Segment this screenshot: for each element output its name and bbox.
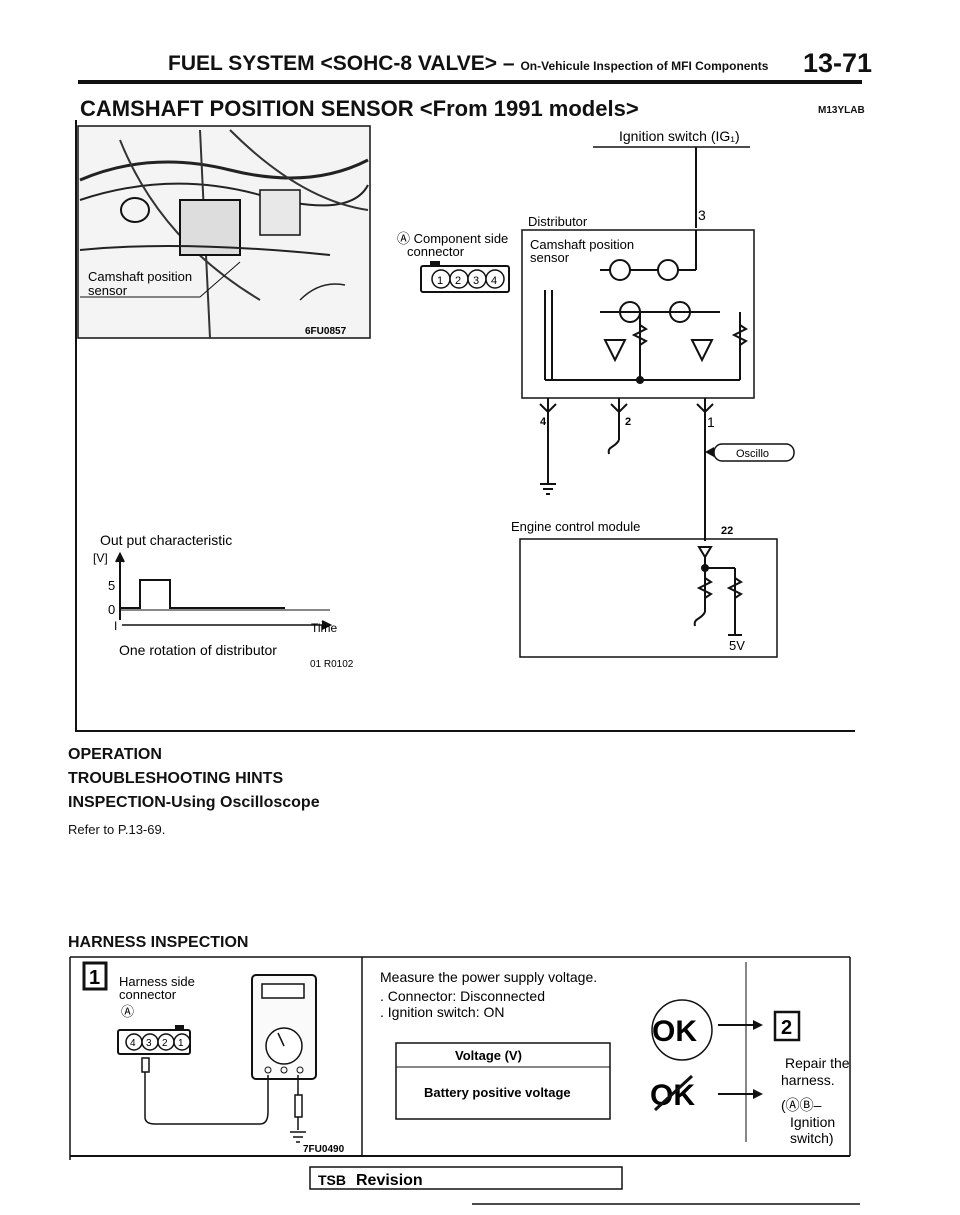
tsb-label: TSB	[318, 1172, 346, 1188]
chart-rotation-label: One rotation of distributor	[119, 642, 277, 658]
page-number: 13-71	[803, 48, 873, 78]
repair-line-4: Ignition	[790, 1114, 835, 1130]
repair-line-1: Repair the	[785, 1055, 850, 1071]
ignition-switch-label: Ignition switch (IG₁)	[619, 128, 740, 144]
harness-side-label: Harness side	[119, 974, 195, 989]
step-1-label: 1	[89, 967, 100, 989]
photo-code: 6FU0857	[305, 326, 347, 337]
ecm-label: Engine control module	[511, 519, 640, 534]
wire-2-label: 2	[625, 416, 631, 428]
step-2-box[interactable]	[773, 1010, 801, 1042]
voltage-table-header: Voltage (V)	[455, 1048, 522, 1063]
connector-pin-3: 3	[473, 275, 479, 287]
ok-label: OK	[652, 1015, 697, 1048]
photo-label-1: Camshaft position	[88, 269, 192, 284]
harness-connector	[117, 1025, 191, 1055]
page-header: FUEL SYSTEM <SOHC-8 VALVE> – On-Vehicule…	[168, 52, 768, 76]
distributor-box	[521, 229, 755, 399]
revision-label: Revision	[356, 1172, 423, 1189]
chart-time-label: Time	[311, 621, 338, 635]
wire-4-label: 4	[540, 416, 547, 428]
ecm-pin-label: 22	[721, 525, 733, 537]
test-leads	[141, 1057, 306, 1143]
connector-pin-4: 4	[491, 275, 497, 287]
component-connector	[420, 261, 510, 293]
chart-y-high: 5	[108, 578, 115, 593]
connector-label: connector	[407, 244, 465, 259]
harness-connector-letter: Ⓐ	[121, 1004, 134, 1019]
chart-title: Out put characteristic	[100, 532, 232, 548]
header-section: FUEL SYSTEM <SOHC-8 VALVE> –	[168, 52, 515, 75]
measure-instruction: Measure the power supply voltage.	[380, 969, 597, 985]
tsb-box	[309, 1166, 623, 1190]
heading-harness: HARNESS INSPECTION	[68, 934, 249, 951]
harness-code: 7FU0490	[303, 1144, 345, 1155]
ok-badge	[651, 999, 713, 1061]
connector-pin-2: 2	[455, 275, 461, 287]
ecm-box	[519, 538, 778, 658]
voltage-table	[395, 1042, 611, 1120]
chart-y-low: 0	[108, 602, 115, 617]
chart-code: 01 R0102	[310, 659, 354, 670]
multimeter-icon	[251, 974, 317, 1080]
header-subtitle: On-Vehicule Inspection of MFI Components	[520, 59, 769, 73]
repair-line-5: switch)	[790, 1130, 834, 1146]
ok-arrow-icon	[753, 1020, 763, 1030]
voltage-table-value: Battery positive voltage	[424, 1085, 571, 1100]
photo-label-2: sensor	[88, 283, 128, 298]
refer-link[interactable]: Refer to P.13-69.	[68, 822, 166, 837]
page-title: CAMSHAFT POSITION SENSOR <From 1991 mode…	[80, 96, 639, 121]
condition-ignition: . Ignition switch: ON	[380, 1004, 505, 1020]
ecm-circuit	[693, 546, 743, 636]
output-wires	[539, 398, 714, 541]
oscilloscope-connection	[705, 443, 795, 462]
sensor-label-2: sensor	[530, 250, 570, 265]
harness-connector-label: connector	[119, 987, 177, 1002]
output-waveform	[115, 551, 333, 630]
harness-pin-4: 4	[130, 1038, 136, 1049]
ng-strike-icon	[653, 1074, 694, 1112]
step-2-label: 2	[781, 1017, 792, 1039]
heading-inspection: INSPECTION-Using Oscilloscope	[68, 794, 320, 811]
ng-arrow-icon	[753, 1089, 763, 1099]
harness-pin-2: 2	[162, 1038, 168, 1049]
repair-line-2: harness.	[781, 1072, 835, 1088]
sensor-circuit	[544, 230, 748, 384]
harness-pin-3: 3	[146, 1038, 152, 1049]
title-code: M13YLAB	[818, 105, 865, 116]
condition-connector: . Connector: Disconnected	[380, 988, 545, 1004]
chart-y-unit: [V]	[93, 551, 108, 565]
header-rule	[78, 80, 862, 84]
heading-troubleshooting: TROUBLESHOOTING HINTS	[68, 770, 284, 787]
connector-pin-1: 1	[437, 275, 443, 287]
sensor-photo	[77, 125, 371, 339]
step-1-box	[82, 961, 108, 991]
component-side-label: Ⓐ Component side	[397, 231, 508, 246]
harness-pin-1: 1	[178, 1038, 184, 1049]
wire-3-label: 3	[698, 207, 706, 223]
oscillo-label: Oscillo	[736, 448, 769, 460]
repair-line-3: (ⒶⒷ–	[781, 1097, 822, 1113]
heading-operation: OPERATION	[68, 746, 162, 763]
chart-time-start: I	[114, 619, 117, 633]
distributor-label: Distributor	[528, 214, 588, 229]
ecm-voltage-label: 5V	[729, 638, 745, 653]
sensor-label-1: Camshaft position	[530, 237, 634, 252]
wire-1-label: 1	[707, 414, 715, 430]
